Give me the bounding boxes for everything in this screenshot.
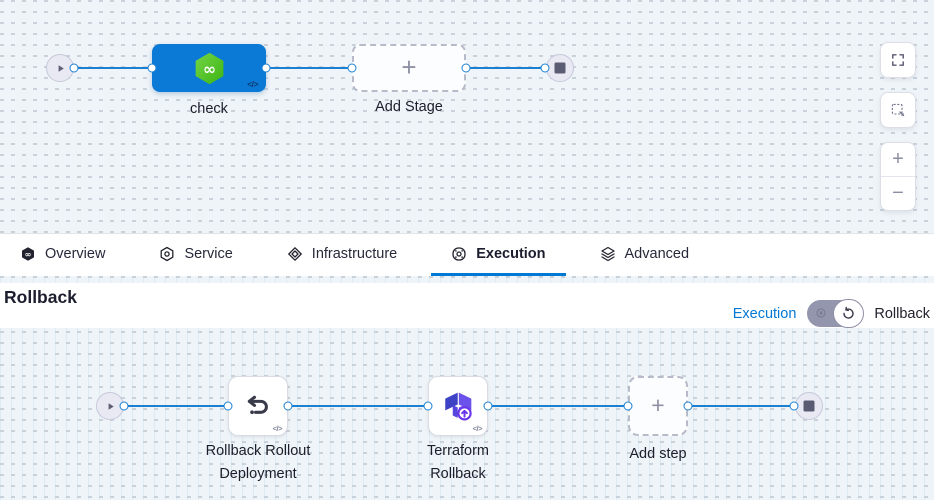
- execution-steps-icon: [815, 307, 827, 319]
- svg-text:∞: ∞: [25, 249, 32, 258]
- tab-advanced[interactable]: Advanced: [580, 234, 710, 276]
- step-label: Rollback Rollout Deployment: [188, 440, 328, 486]
- rollback-header: Rollback Execution: [0, 283, 934, 328]
- section-title: Rollback: [4, 287, 77, 307]
- divider: [881, 176, 915, 177]
- svg-text:∞: ∞: [202, 59, 215, 78]
- tab-label: Execution: [476, 245, 546, 262]
- rollback-end-node[interactable]: [795, 392, 823, 420]
- zoom-out-button[interactable]: −: [892, 182, 904, 204]
- connector-line: [688, 405, 795, 407]
- zoom-in-button[interactable]: +: [892, 148, 904, 170]
- connector-line: [124, 405, 228, 407]
- plus-icon: +: [401, 52, 417, 82]
- connector-dot: [623, 401, 633, 411]
- connector-dot: [261, 63, 271, 73]
- connector-dot: [147, 63, 157, 73]
- tab-overview[interactable]: ∞ Overview: [0, 234, 125, 276]
- tab-label: Infrastructure: [311, 245, 398, 262]
- plus-icon: +: [651, 391, 665, 418]
- connector-dot: [69, 63, 79, 73]
- step-label: Terraform Rollback: [398, 440, 518, 486]
- execution-icon: [451, 246, 467, 262]
- tab-execution[interactable]: Execution: [431, 234, 566, 276]
- marquee-select-button[interactable]: [880, 92, 916, 128]
- fullscreen-icon: [890, 52, 906, 68]
- step-label-line2: Rollback: [430, 466, 486, 482]
- connector-dot: [423, 401, 433, 411]
- terraform-icon: [441, 389, 475, 423]
- step-node-rollback-rollout-deployment[interactable]: </>: [228, 376, 288, 436]
- connector-dot: [540, 63, 550, 73]
- connector-dot: [683, 401, 693, 411]
- connector-line: [288, 405, 428, 407]
- step-label-line1: Terraform: [426, 443, 490, 459]
- step-label-line2: Deployment: [219, 466, 297, 482]
- execution-mode-link[interactable]: Execution: [732, 305, 797, 322]
- connector-dot: [789, 401, 799, 411]
- pipeline-end-node[interactable]: [546, 54, 574, 82]
- tab-infrastructure[interactable]: Infrastructure: [267, 234, 417, 276]
- connector-dot: [283, 401, 293, 411]
- zoom-controls: + −: [880, 142, 916, 211]
- connector-dot: [119, 401, 129, 411]
- tab-label: Advanced: [624, 245, 690, 262]
- toggle-thumb[interactable]: [833, 299, 865, 328]
- tab-label: Service: [184, 245, 233, 262]
- play-icon: [104, 400, 117, 413]
- harness-icon: ∞: [20, 246, 36, 262]
- connector-dot: [347, 63, 357, 73]
- add-step-button[interactable]: +: [628, 376, 688, 436]
- step-label-line1: Rollback Rollout: [205, 443, 311, 459]
- step-node-terraform-rollback[interactable]: </>: [428, 376, 488, 436]
- harness-logo-icon: ∞: [191, 50, 228, 87]
- stage-node-check[interactable]: ∞ </>: [152, 44, 266, 92]
- connector-dot: [461, 63, 471, 73]
- connector-line: [266, 67, 352, 69]
- connector-line: [466, 67, 546, 69]
- stage-tabbar: ∞ Overview Service Infrastructure: [0, 233, 934, 276]
- tab-label: Overview: [45, 245, 106, 262]
- code-glyph: </>: [272, 424, 283, 433]
- infrastructure-icon: [287, 246, 303, 262]
- mode-controls: Execution Rollback: [732, 299, 930, 328]
- pipeline-canvas-top[interactable]: ∞ </> check + Add Stage: [0, 0, 934, 233]
- rollback-start-node[interactable]: [96, 392, 124, 420]
- add-stage-button[interactable]: +: [352, 44, 466, 92]
- undo-icon: [244, 392, 272, 420]
- rollback-mode-label: Rollback: [874, 305, 930, 322]
- code-glyph: </>: [472, 424, 483, 433]
- connector-line: [488, 405, 628, 407]
- execution-rollback-toggle[interactable]: [807, 299, 865, 328]
- connector-dot: [483, 401, 493, 411]
- stop-icon: [803, 400, 815, 412]
- advanced-icon: [600, 246, 616, 262]
- connector-line: [74, 67, 152, 69]
- service-icon: [159, 246, 175, 262]
- add-stage-label: Add Stage: [375, 99, 443, 115]
- stage-label: check: [190, 101, 228, 117]
- fullscreen-button[interactable]: [880, 42, 916, 78]
- marquee-select-icon: [890, 102, 906, 118]
- tab-service[interactable]: Service: [139, 234, 252, 276]
- rollback-mode-icon: [841, 306, 856, 321]
- add-step-label: Add step: [629, 446, 687, 462]
- code-glyph: </>: [247, 79, 258, 89]
- play-icon: [54, 62, 67, 75]
- connector-dot: [223, 401, 233, 411]
- stop-icon: [554, 62, 566, 74]
- pipeline-start-node[interactable]: [46, 54, 74, 82]
- pipeline-canvas-rollback[interactable]: Rollback Execution: [0, 276, 934, 500]
